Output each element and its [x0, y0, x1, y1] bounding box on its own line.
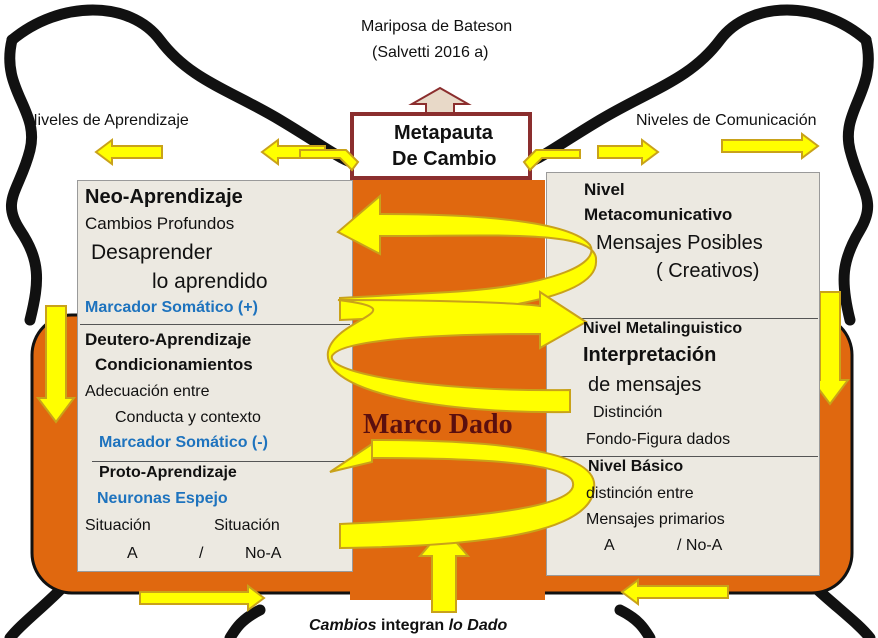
caption-integran: integran — [376, 617, 449, 634]
divider-left-1 — [80, 324, 350, 325]
meta-line1: Mensajes Posibles — [596, 232, 763, 254]
neo-line2: Desaprender — [91, 241, 213, 264]
metaling-title: Nivel Metalinguistico — [583, 320, 743, 337]
diagram-citation: (Salvetti 2016 a) — [372, 44, 489, 61]
proto-line1a: Situación — [85, 517, 151, 534]
marco-dado-label: Marco Dado — [363, 409, 513, 440]
arrow-up-bottom — [417, 526, 471, 613]
arrow-left-top-1 — [94, 138, 163, 166]
divider-right-1 — [548, 318, 818, 319]
caption-lo-dado: lo Dado — [448, 617, 508, 634]
arrow-bottom-left — [139, 584, 266, 612]
metapauta-line2: De Cambio — [392, 148, 497, 170]
neo-title: Neo-Aprendizaje — [85, 186, 243, 208]
label-niveles-aprendizaje: Niveles de Aprendizaje — [26, 112, 189, 129]
basic-title: Nivel Básico — [588, 458, 684, 475]
basic-line3a: A — [604, 537, 615, 554]
proto-subtitle: Neuronas Espejo — [97, 490, 228, 507]
proto-title: Proto-Aprendizaje — [99, 464, 237, 481]
proto-line2a: A — [127, 545, 138, 562]
bottom-caption: Cambios integran lo Dado — [309, 617, 507, 635]
arrow-down-left — [36, 305, 76, 424]
left-panel — [77, 180, 353, 572]
deutero-subtitle: Condicionamientos — [95, 355, 253, 374]
arrow-bottom-right — [620, 578, 729, 606]
metaling-line1: de mensajes — [588, 374, 702, 396]
diagram-title: Mariposa de Bateson — [361, 18, 513, 35]
divider-right-2 — [548, 456, 818, 457]
metaling-line2: Distinción — [593, 404, 663, 421]
basic-line3b: / No-A — [677, 537, 723, 554]
metaling-line3: Fondo-Figura dados — [586, 431, 731, 448]
metapauta-line1: Metapauta — [394, 122, 493, 144]
deutero-line2: Conducta y contexto — [115, 409, 261, 426]
proto-line1b: Situación — [214, 517, 280, 534]
deutero-title: Deutero-Aprendizaje — [85, 330, 252, 349]
neo-marker: Marcador Somático (+) — [85, 299, 258, 316]
metaling-subtitle: Interpretación — [583, 344, 717, 366]
basic-line2: Mensajes primarios — [586, 511, 725, 528]
meta-title2: Metacomunicativo — [584, 205, 733, 224]
basic-line1: distinción entre — [586, 485, 694, 502]
connector-right — [522, 149, 581, 172]
connector-left — [299, 149, 360, 172]
caption-cambios: Cambios — [309, 617, 377, 634]
proto-line2b: / — [199, 545, 204, 562]
meta-title1: Nivel — [584, 180, 625, 199]
deutero-line1: Adecuación entre — [85, 383, 210, 400]
label-niveles-comunicacion: Niveles de Comunicación — [636, 112, 817, 129]
deutero-marker: Marcador Somático (-) — [99, 434, 268, 451]
meta-line2: ( Creativos) — [656, 260, 760, 282]
divider-left-2 — [92, 461, 350, 462]
arrow-right-top-2 — [721, 132, 820, 160]
metapauta-box — [350, 112, 532, 180]
neo-line1: Cambios Profundos — [85, 214, 235, 233]
right-panel — [546, 172, 820, 576]
arrow-right-top-1 — [597, 138, 660, 166]
proto-line2c: No-A — [245, 545, 282, 562]
neo-line3: lo aprendido — [152, 270, 268, 293]
